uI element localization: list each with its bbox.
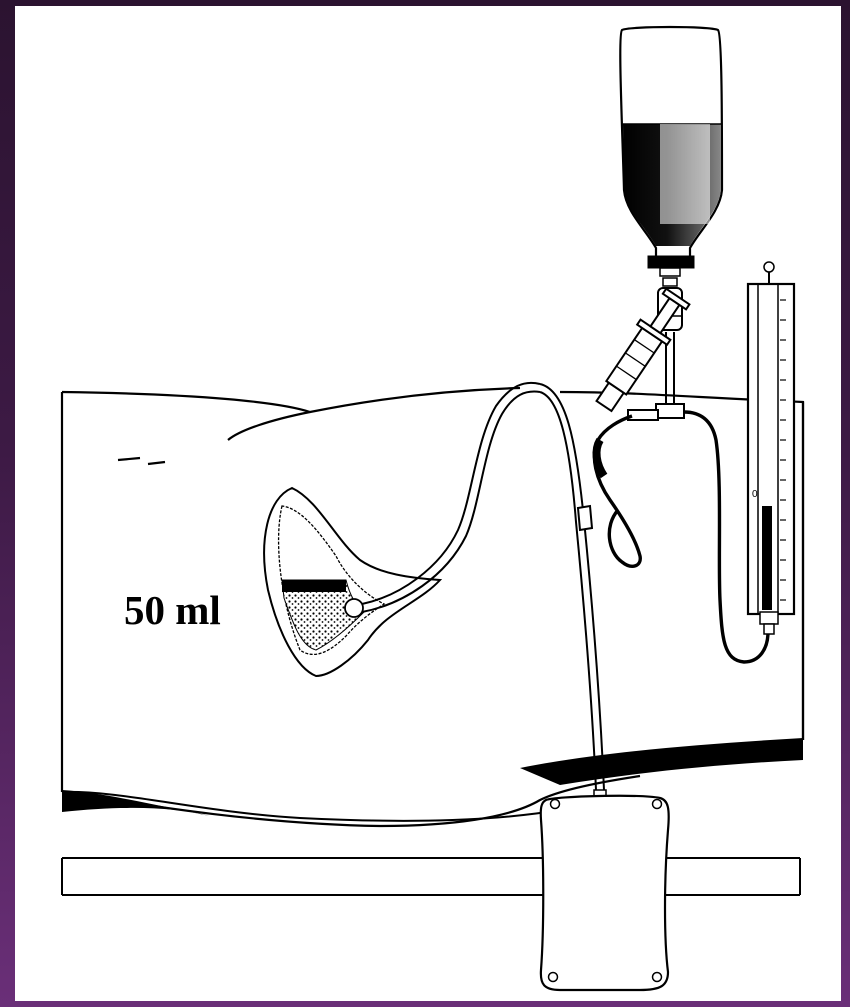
t-connector xyxy=(628,404,684,420)
examination-table xyxy=(62,792,800,895)
svg-text:0: 0 xyxy=(752,489,758,500)
manometer: 0 xyxy=(748,262,794,634)
mattress-shadow-right xyxy=(520,738,803,785)
drainage-bag xyxy=(541,790,669,990)
manometer-tubing xyxy=(594,412,768,662)
bladder-volume-label: 50 ml xyxy=(124,586,221,634)
tube-shadow xyxy=(597,440,604,476)
urinary-catheter xyxy=(362,383,604,790)
catheter-balloon xyxy=(345,599,363,617)
